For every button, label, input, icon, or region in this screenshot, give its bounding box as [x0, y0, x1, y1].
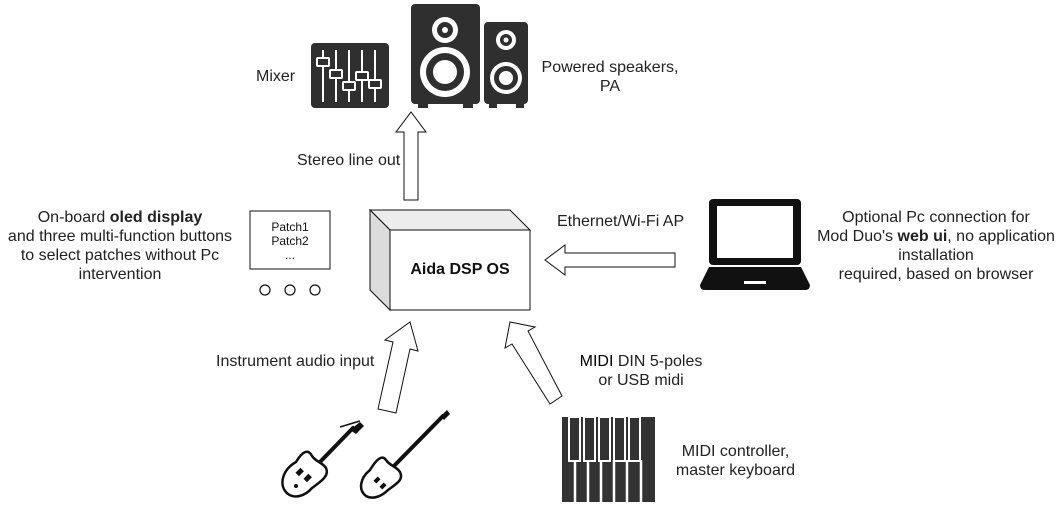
- midi-controller-line2: master keyboard: [675, 462, 796, 479]
- network-desc-line2-post: , no application: [947, 228, 1055, 245]
- oled-line-1: Patch1: [271, 220, 309, 234]
- network-desc-line1: Optional Pc connection for: [842, 209, 1030, 226]
- network-description: Optional Pc connection for Mod Duo's web…: [812, 208, 1060, 284]
- speakers-label-line2: PA: [599, 78, 621, 95]
- midi-input-label-word: MIDI: [579, 353, 614, 370]
- midi-controller-line1: MIDI controller,: [681, 443, 790, 460]
- stereo-out-arrow: [395, 111, 427, 201]
- laptop-icon: [700, 199, 810, 290]
- oled-display: [249, 210, 331, 270]
- speakers-icon: [411, 4, 528, 108]
- display-desc-line1-bold: oled display: [109, 209, 203, 226]
- function-button-1: [259, 284, 271, 296]
- midi-input-label-rest: DIN 5-poles: [613, 353, 703, 370]
- network-desc-line2: Mod Duo's web ui, no application: [812, 227, 1060, 246]
- midi-input-label: MIDI DIN 5-poles or USB midi: [566, 352, 716, 390]
- mixer-label: Mixer: [256, 68, 296, 85]
- display-desc-line4: intervention: [78, 266, 162, 283]
- display-desc-line3: to select patches without Pc: [20, 247, 220, 264]
- network-desc-line2-bold: web ui: [897, 228, 948, 245]
- network-desc-line3: installation: [898, 247, 974, 264]
- network-desc-line2-pre: Mod Duo's: [817, 228, 898, 245]
- display-description: On-board oled display and three multi-fu…: [0, 208, 240, 284]
- display-desc-line1-pre: On-board: [37, 209, 110, 226]
- midi-input-label-line2: or USB midi: [598, 372, 684, 389]
- speakers-label: Powered speakers, PA: [535, 58, 685, 96]
- network-desc-line4: required, based on browser: [838, 266, 1034, 283]
- electric-guitar-icon: [281, 420, 364, 498]
- network-arrow: [544, 244, 676, 276]
- display-desc-line2: and three multi-function buttons: [7, 228, 233, 245]
- function-button-3: [309, 284, 321, 296]
- network-link-label: Ethernet/Wi-Fi AP: [557, 213, 685, 230]
- stereo-out-label: Stereo line out: [297, 152, 401, 169]
- oled-line-3: ...: [284, 248, 295, 262]
- display-desc-line1: On-board oled display: [0, 208, 240, 227]
- function-button-2: [284, 284, 296, 296]
- core-box: [368, 208, 532, 312]
- midi-input-arrow: [504, 321, 563, 405]
- instrument-input-label: Instrument audio input: [216, 353, 375, 370]
- instrument-input-arrow: [377, 321, 419, 414]
- speakers-label-line1: Powered speakers,: [541, 59, 679, 76]
- bass-guitar-icon: [359, 410, 450, 499]
- mixer-icon: [311, 43, 389, 108]
- core-label: Aida DSP OS: [410, 261, 510, 278]
- midi-controller-label: MIDI controller, master keyboard: [668, 442, 803, 480]
- midi-input-label-line1: MIDI DIN 5-poles: [566, 352, 716, 371]
- oled-line-2: Patch2: [271, 234, 309, 248]
- midi-keyboard-icon: [562, 416, 655, 502]
